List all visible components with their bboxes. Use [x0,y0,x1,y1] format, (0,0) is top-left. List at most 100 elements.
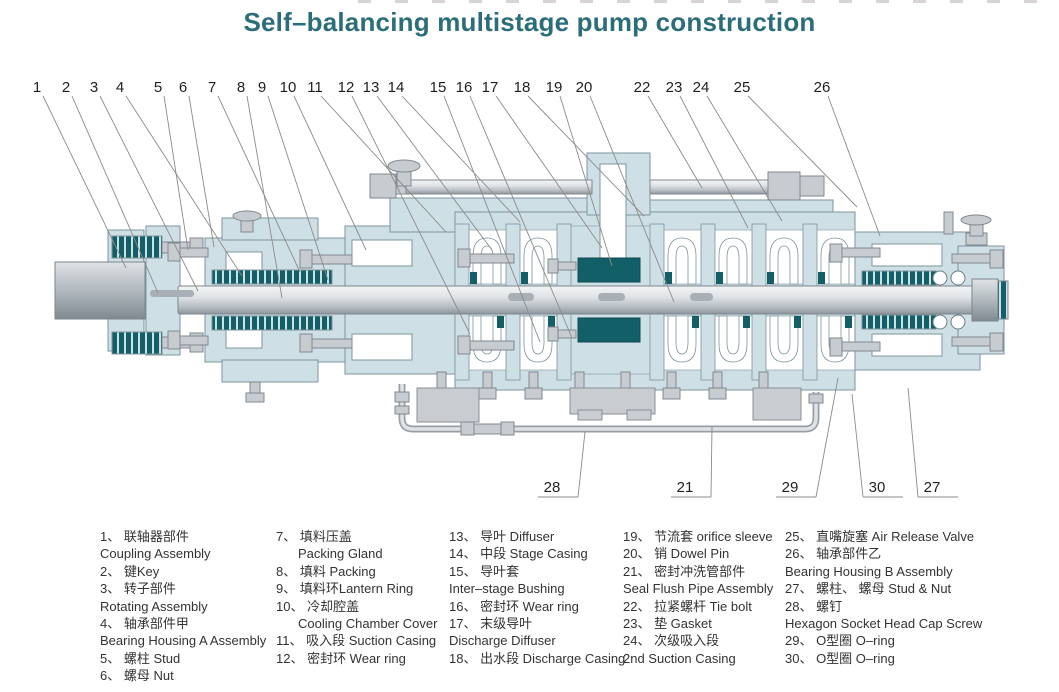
legend-item: 12、 密封环 Wear ring [276,650,406,666]
callout-27: 27 [924,479,941,496]
legend-item: 18、 出水段 Discharge Casing [449,650,626,666]
leader-line-1 [42,95,127,269]
legend-item: Cooling Chamber Cover [298,616,438,632]
legend-item: 27、 螺柱、 螺母 Stud & Nut [785,581,952,597]
leader-line-12 [351,95,471,335]
callout-13: 13 [363,79,380,96]
legend-item: 21、 密封冲洗管部件 [623,563,746,579]
legend-item: Rotating Assembly [100,598,208,614]
legend-item: 16、 密封环 Wear ring [449,598,579,614]
legend-item: 15、 导叶套 [449,563,520,579]
legend-item: 17、 末级导叶 [449,616,533,632]
leader-line-23 [679,95,749,229]
leader-line-6 [188,95,215,248]
legend-item: Bearing Housing B Assembly [785,563,953,579]
callout-6: 6 [179,79,187,96]
callout-25: 25 [734,79,751,96]
pump-shaft [150,278,1009,322]
leader-line-19 [559,95,613,267]
legend-item: 26、 轴承部件乙 [785,546,882,562]
leader-line-25 [747,95,858,208]
callout-22: 22 [634,79,651,96]
leader-line-16 [469,95,573,339]
legend-item: Seal Flush Pipe Assembly [623,581,774,597]
callout-21: 21 [677,479,694,496]
callout-8: 8 [237,79,245,96]
callout-12: 12 [338,79,355,96]
leader-line-7 [217,95,301,273]
leader-line-8 [246,95,283,299]
air-release-valve [943,211,992,246]
leader-line-3 [99,95,199,292]
legend-item: Packing Gland [298,546,383,562]
leader-line-2 [71,95,159,294]
callout-11: 11 [307,79,323,96]
cropped-text-remnant [358,0,1058,3]
callout-15: 15 [430,79,447,96]
legend-item: 19、 节流套 orifice sleeve [623,529,773,544]
ball-bearings [932,270,966,330]
legend-item: 3、 转子部件 [100,581,176,597]
leader-line-11 [320,95,447,233]
legend-item: 7、 填料压盖 [276,529,352,544]
leader-line-28 [577,431,586,498]
legend-item: 2nd Suction Casing [623,650,736,666]
legend-item: 28、 螺钉 [785,598,843,614]
callout-28: 28 [544,479,561,496]
seal-flush-pipe [394,384,824,436]
legend-item: 4、 轴承部件甲 [100,616,189,632]
leader-line-30 [851,393,864,498]
callout-3: 3 [90,79,98,96]
leader-line-9 [267,95,329,281]
legend-item: 30、 O型圈 O–ring [785,650,895,666]
legend-item: 10、 冷却腔盖 [276,598,360,614]
callout-18: 18 [514,79,531,96]
leader-line-20 [589,95,675,303]
legend-item: 25、 直嘴旋塞 Air Release Valve [785,529,975,544]
page-title: Self–balancing multistage pump construct… [243,7,816,37]
leader-line-10 [293,95,367,251]
legend-item: 29、 O型圈 O–ring [785,633,895,649]
legend-item: 2、 键Key [100,563,160,579]
callout-16: 16 [456,79,473,96]
callout-26: 26 [814,79,831,96]
leader-line-14 [401,95,521,223]
callout-1: 1 [33,79,41,96]
leader-line-13 [376,95,493,251]
legend-item: 13、 导叶 Diffuser [449,529,555,544]
callout-7: 7 [208,79,216,96]
callout-17: 17 [482,79,499,96]
legend-item: 14、 中段 Stage Casing [449,546,588,562]
callout-29: 29 [782,479,799,496]
legend-item: 20、 销 Dowel Pin [623,546,730,562]
legend-item: 8、 填料 Packing [276,563,376,579]
legend-item: Discharge Diffuser [449,633,556,649]
legend-item: 5、 螺柱 Stud [100,650,181,666]
callout-20: 20 [576,79,593,96]
callout-24: 24 [693,79,710,96]
callout-23: 23 [666,79,683,96]
callout-30: 30 [869,479,886,496]
leader-line-15 [443,95,541,343]
leader-line-22 [647,95,703,189]
casing-studs [457,243,881,357]
stud-nut-right [951,249,1004,352]
impeller-stage [767,237,801,363]
callout-10: 10 [280,79,297,96]
leader-line-17 [495,95,603,249]
impeller-stage [716,237,750,363]
deck-plug-icon [387,159,421,187]
leader-line-24 [706,95,783,222]
leader-line-26 [827,95,881,237]
leader-line-21 [710,426,713,498]
callout-5: 5 [154,79,162,96]
packing-rings [211,269,333,331]
leader-line-5 [163,95,189,251]
legend-item: 9、 填料环Lantern Ring [276,581,414,597]
legend-item: 1、 联轴器部件 [100,529,189,544]
callout-9: 9 [258,79,266,96]
